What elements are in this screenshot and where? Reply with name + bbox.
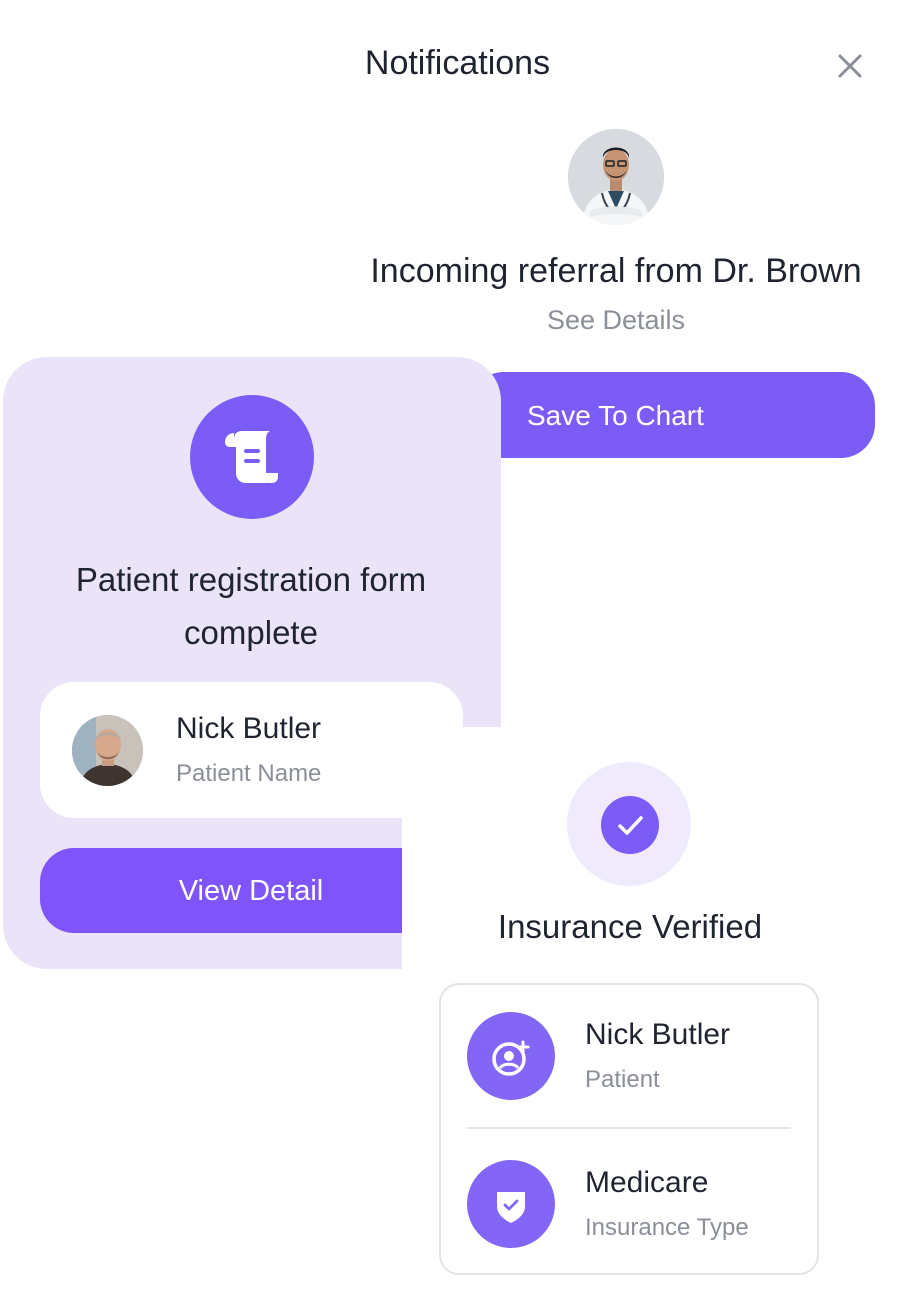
patient-name-label: Patient Name (176, 760, 322, 787)
user-add-icon (467, 1012, 555, 1100)
close-icon[interactable] (832, 48, 868, 84)
view-detail-button[interactable]: View Detail (40, 848, 402, 933)
insurance-patient-name: Nick Butler (585, 1018, 731, 1051)
shield-check-icon (467, 1160, 555, 1248)
insurance-type-name: Medicare (585, 1166, 709, 1199)
save-to-chart-label: Save To Chart (527, 400, 704, 431)
view-detail-label: View Detail (178, 875, 324, 907)
registration-title-line2: complete (184, 614, 318, 651)
save-to-chart-button[interactable]: Save To Chart (470, 372, 875, 458)
insurance-type-label: Insurance Type (585, 1214, 749, 1241)
registration-title-line1: Patient registration form (75, 561, 427, 598)
insurance-patient-label: Patient (585, 1066, 660, 1093)
doctor-avatar (568, 129, 664, 225)
patient-avatar (72, 715, 143, 786)
referral-title: Incoming referral from Dr. Brown (370, 252, 862, 290)
patient-name: Nick Butler (176, 712, 322, 745)
registration-title: Patient registration form complete (20, 553, 482, 659)
check-icon (601, 796, 659, 854)
insurance-title: Insurance Verified (497, 908, 763, 945)
page-title: Notifications (364, 44, 551, 82)
scroll-icon (190, 395, 314, 519)
insurance-divider (467, 1127, 791, 1129)
see-details-link[interactable]: See Details (546, 305, 686, 335)
